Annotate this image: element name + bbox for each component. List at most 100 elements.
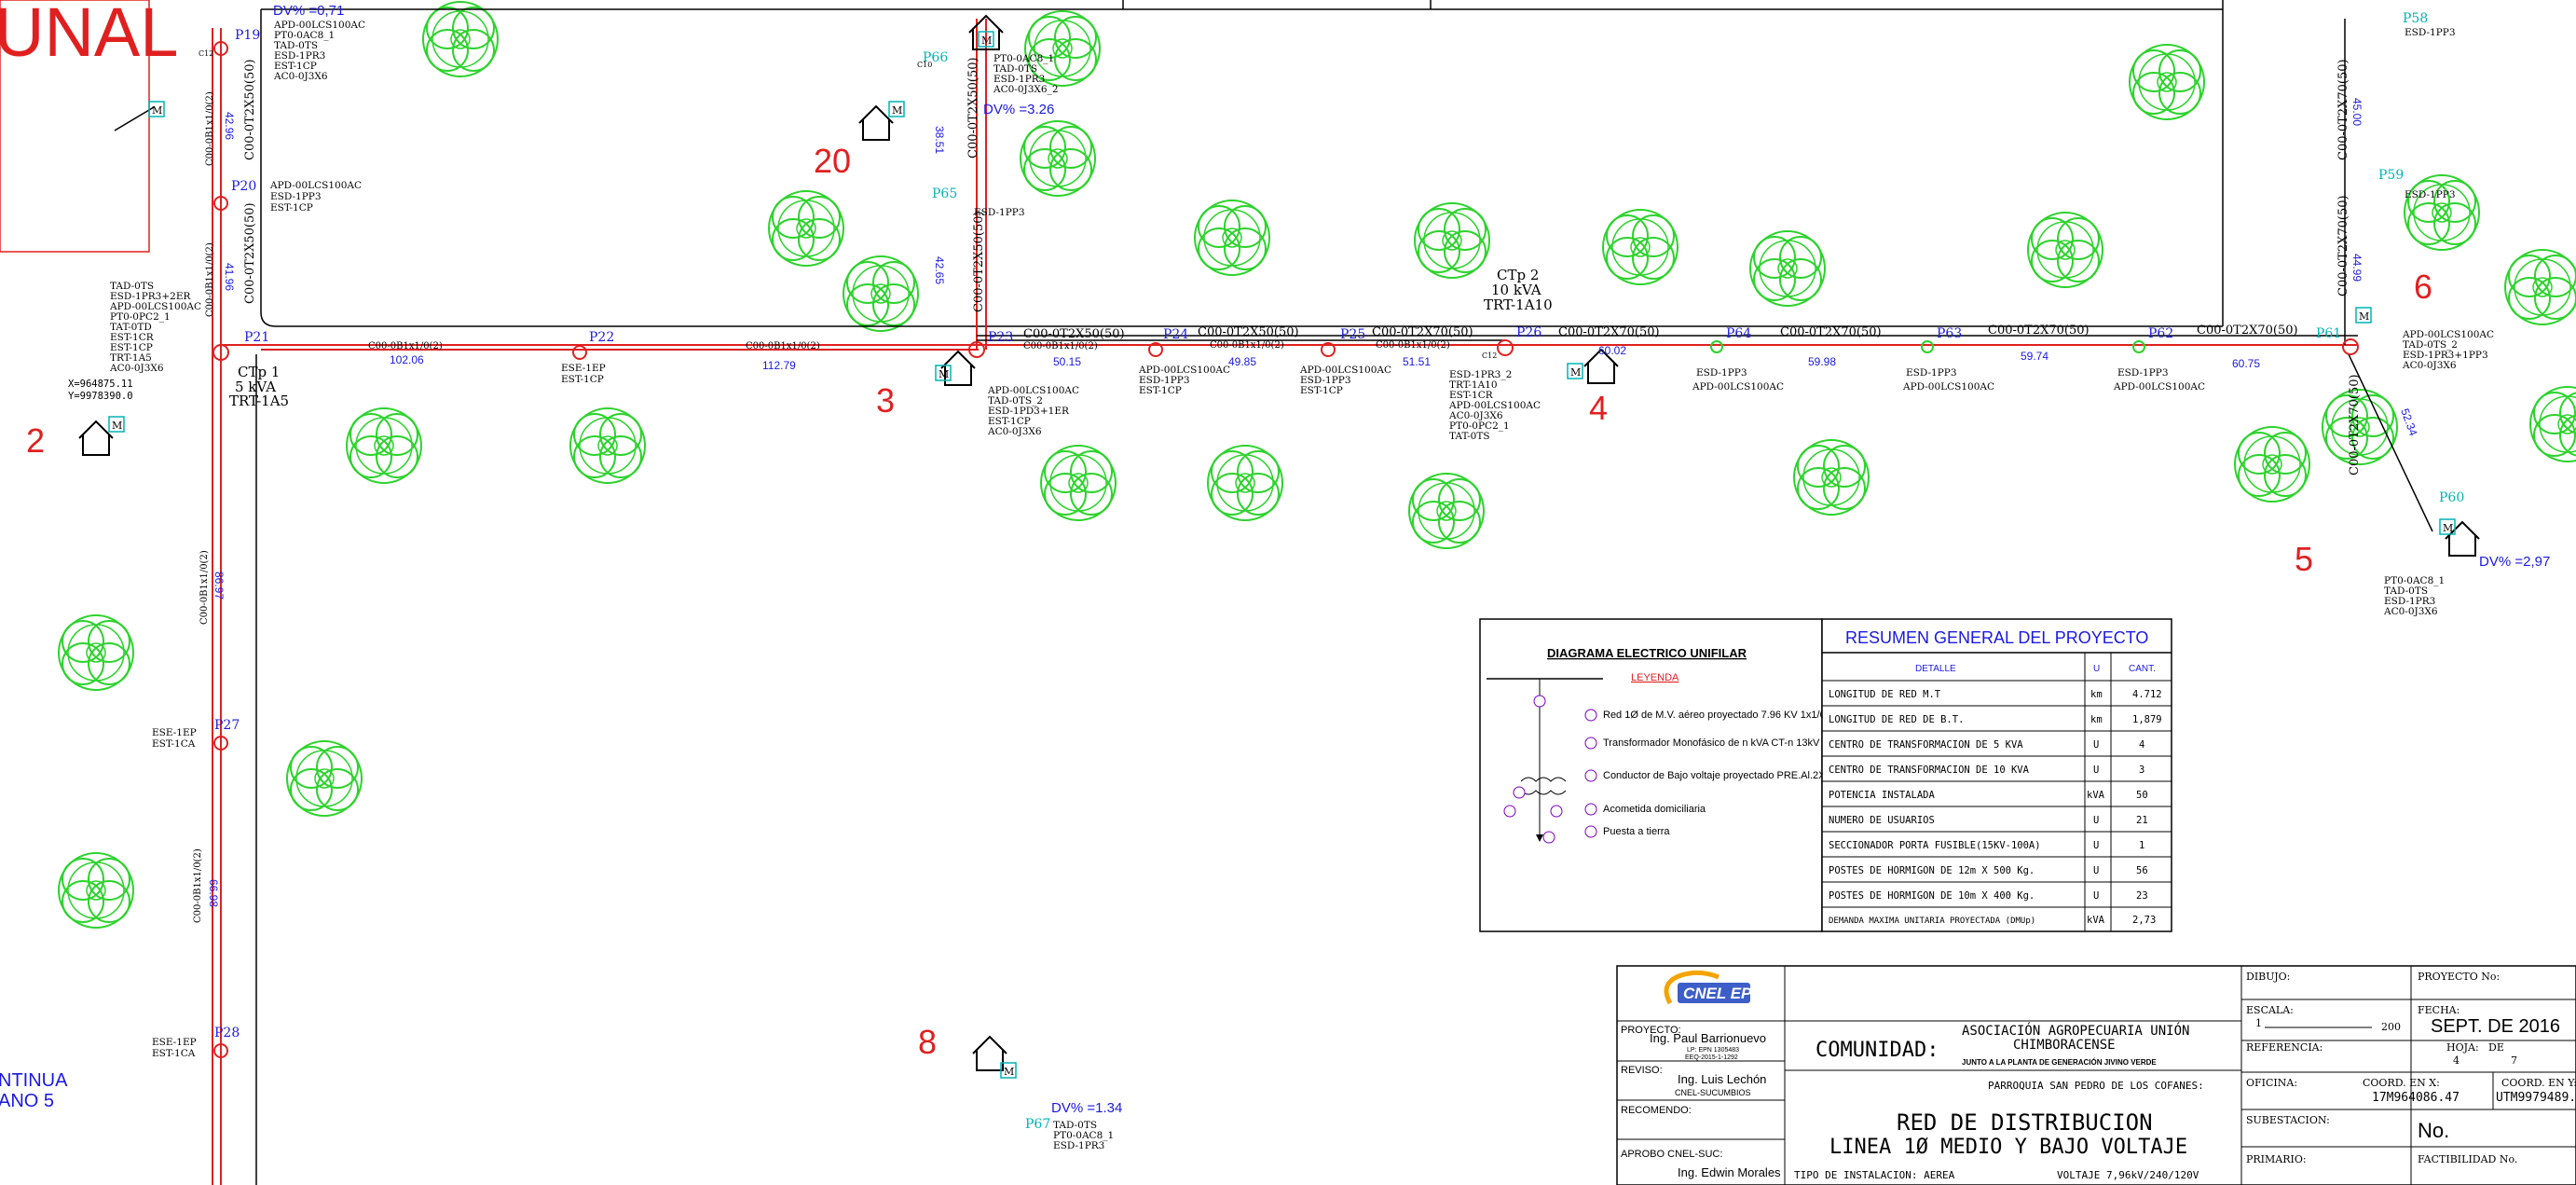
- summary-cell: SECCIONADOR PORTA FUSIBLE(15KV-100A): [1829, 840, 2041, 851]
- voltage-drops: DV% =0,71 DV% =3.26 DV% =2,97 DV% =1.34: [273, 3, 2550, 1116]
- hoja-label: HOJA:: [2446, 1041, 2479, 1054]
- tree-icon: [768, 190, 844, 267]
- pole-id: P27: [214, 718, 240, 733]
- summary-cell: 3: [2139, 765, 2144, 776]
- cnel-logo: CNEL EP: [1664, 970, 1752, 1005]
- comunidad-label: COMUNIDAD:: [1816, 1039, 1939, 1062]
- coordinates: X=964875.11 Y=9978390.0: [68, 379, 133, 402]
- aprobo-name: Ing. Edwin Morales: [1678, 1165, 1781, 1179]
- span-length: 41.96: [223, 263, 236, 291]
- pole-id: P62: [2148, 326, 2173, 341]
- pole-size-label: C10: [917, 61, 932, 69]
- aprobo-label: APROBO CNEL-SUC:: [1621, 1149, 1722, 1160]
- pole-id: P60: [2439, 490, 2464, 505]
- span-length: 86.97: [212, 572, 226, 599]
- proyecto-lp: LP: EPN 1305483: [1687, 1047, 1739, 1054]
- pole-id: P28: [214, 1026, 240, 1040]
- legend-subtitle: LEYENDA: [1631, 672, 1679, 683]
- section-number: 3: [876, 381, 895, 420]
- mv-conductor: C00-0B1x1/0(2): [746, 341, 820, 351]
- legend-box: DIAGRAMA ELECTRICO UNIFILAR LEYENDA Red …: [1479, 618, 1997, 932]
- span-length: 42.65: [933, 256, 946, 284]
- pole-markers: [212, 41, 2359, 1058]
- house-icon: [858, 105, 894, 141]
- lv-conductor: C00-0T2X70(50): [2336, 195, 2350, 296]
- hoja-total: 7: [2511, 1054, 2517, 1067]
- pole-id: P25: [1340, 327, 1365, 342]
- pole-id: P21: [244, 330, 269, 345]
- proyecto-name: Ing. Paul Barrionuevo: [1650, 1031, 1766, 1045]
- summary-cell: 56: [2136, 865, 2148, 876]
- coord-y-label: COORD. EN Y:: [2501, 1077, 2576, 1089]
- conductor-labels: C00-0B1x1/0(2) C00-0B1x1/0(2) C00-0B1x1/…: [193, 57, 2362, 923]
- lv-conductor: C00-0T2X50(50): [243, 202, 257, 304]
- summary-cell: 21: [2136, 815, 2148, 826]
- comunidad-name-2: CHIMBORACENSE: [2013, 1038, 2116, 1053]
- tipo-instalacion: TIPO DE INSTALACION: AEREA: [1794, 1169, 1955, 1181]
- tree-icon: [1194, 200, 1270, 276]
- summary-cell: POTENCIA INSTALADA: [1829, 790, 1935, 801]
- section-number: 2: [26, 421, 45, 460]
- tree-icon: [569, 407, 646, 484]
- hoja-num: 4: [2453, 1054, 2460, 1067]
- summary-cell: CENTRO DE TRANSFORMACION DE 5 KVA: [1829, 739, 2023, 751]
- subestacion-label: SUBESTACION:: [2246, 1114, 2330, 1126]
- span-length: 50.15: [1053, 355, 1081, 368]
- lv-conductor: C00-0T2X50(50): [972, 211, 986, 312]
- reviso-org: CNEL-SUCUMBIOS: [1675, 1088, 1751, 1097]
- lv-conductor: C00-0T2X70(50): [1372, 325, 1473, 339]
- lv-conductor: C00-0T2X70(50): [1780, 325, 1882, 339]
- coord-y: Y=9978390.0: [68, 391, 133, 402]
- sheet-frame: [0, 0, 2224, 327]
- pole-id: P23: [988, 330, 1013, 345]
- legend-item-4: Acometida domiciliaria: [1603, 804, 1706, 815]
- summary-cell: 4.712: [2132, 689, 2162, 700]
- span-length: 52.34: [2398, 406, 2420, 437]
- pole-size-label: C12: [199, 49, 213, 58]
- pole-id: P59: [2378, 168, 2404, 183]
- pole-id: P20: [231, 179, 256, 194]
- lv-conductor: C00-0T2X70(50): [2336, 59, 2350, 160]
- tree-icon: [422, 1, 499, 77]
- equipment-list: ESD-1PP3: [2405, 189, 2456, 200]
- lv-network: [255, 19, 2433, 1185]
- tree-icon: [2504, 249, 2576, 325]
- span-length: 59.74: [2021, 350, 2048, 363]
- pole-id: P63: [1937, 326, 1962, 341]
- legend-item-5: Puesta a tierra: [1603, 826, 1670, 837]
- pole-id: P22: [589, 330, 614, 345]
- coord-x: X=964875.11: [68, 379, 133, 390]
- proyecto-no-label: PROYECTO No:: [2418, 971, 2500, 983]
- lv-conductor: C00-0T2X50(50): [1198, 325, 1299, 339]
- proyecto-ees: EEQ-2015-1-1292: [1685, 1054, 1738, 1061]
- summary-cell: kVA: [2087, 790, 2105, 801]
- summary-cell: CENTRO DE TRANSFORMACION DE 10 KVA: [1829, 765, 2030, 776]
- summary-cell: U: [2093, 765, 2099, 776]
- summary-cell: kVA: [2087, 915, 2105, 926]
- tree-icon: [2529, 386, 2576, 462]
- pole-id: P58: [2403, 11, 2428, 26]
- comunidad-name-1: ASOCIACIÓN AGROPECUARIA UNIÓN: [1962, 1022, 2189, 1039]
- lv-conductor: C00-0T2X50(50): [243, 59, 257, 160]
- coord-x-label: COORD. EN X:: [2363, 1077, 2440, 1089]
- tree-icon: [346, 407, 422, 484]
- tree-icon: [1414, 202, 1490, 279]
- span-length: 45.00: [2350, 98, 2364, 126]
- lv-conductor: C00-0T2X70(50): [2197, 324, 2298, 338]
- meter-icon: [1000, 1062, 1017, 1079]
- fecha-label: FECHA:: [2418, 1004, 2460, 1016]
- mv-conductor: C00-0B1x1/0(2): [1376, 340, 1450, 351]
- pole-id: P66: [923, 50, 948, 65]
- lv-conductor: C00-0T2X50(50): [1023, 327, 1125, 341]
- mv-conductor: C00-0B1x1/0(2): [368, 341, 443, 351]
